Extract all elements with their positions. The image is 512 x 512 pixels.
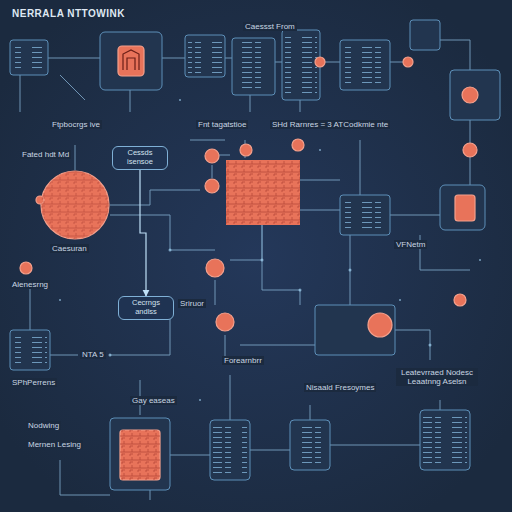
network-label: SPhPerrens	[10, 378, 57, 387]
node-text: Cessds isensoe	[117, 149, 163, 166]
network-label: Mernen Lesing	[26, 440, 83, 449]
network-label: Nisaald Fresoymes	[304, 383, 376, 392]
network-label: Caesuran	[50, 244, 89, 253]
process-box: Cessds isensoe	[112, 146, 168, 170]
network-label: VFNetm	[394, 240, 427, 249]
network-label: Leatevrraed Nodesc Leaatnng Aselsn	[396, 368, 478, 386]
process-box: Cecrngs andlss	[118, 296, 174, 320]
network-label: Alenesrng	[10, 280, 50, 289]
network-label: SHd Rarnres = 3 ATCodkmie nte	[270, 120, 390, 129]
network-label: Sriruor	[178, 299, 206, 308]
network-label: Ftpbocrgs ive	[50, 120, 102, 129]
network-label: Fated hdt Md	[20, 150, 71, 159]
network-label: Gay easeas	[130, 396, 177, 405]
diagram-title: NERRALA NTTOWINK	[10, 8, 127, 19]
network-label: Forearnbrr	[222, 356, 264, 365]
connector-arrow	[140, 170, 146, 296]
network-label: Caessst From	[243, 22, 297, 31]
network-label: NTA 5	[80, 350, 106, 359]
network-label: Fnt tagatstioe	[196, 120, 248, 129]
network-label: Nodwing	[26, 421, 61, 430]
node-text: Cecrngs andlss	[123, 299, 169, 316]
